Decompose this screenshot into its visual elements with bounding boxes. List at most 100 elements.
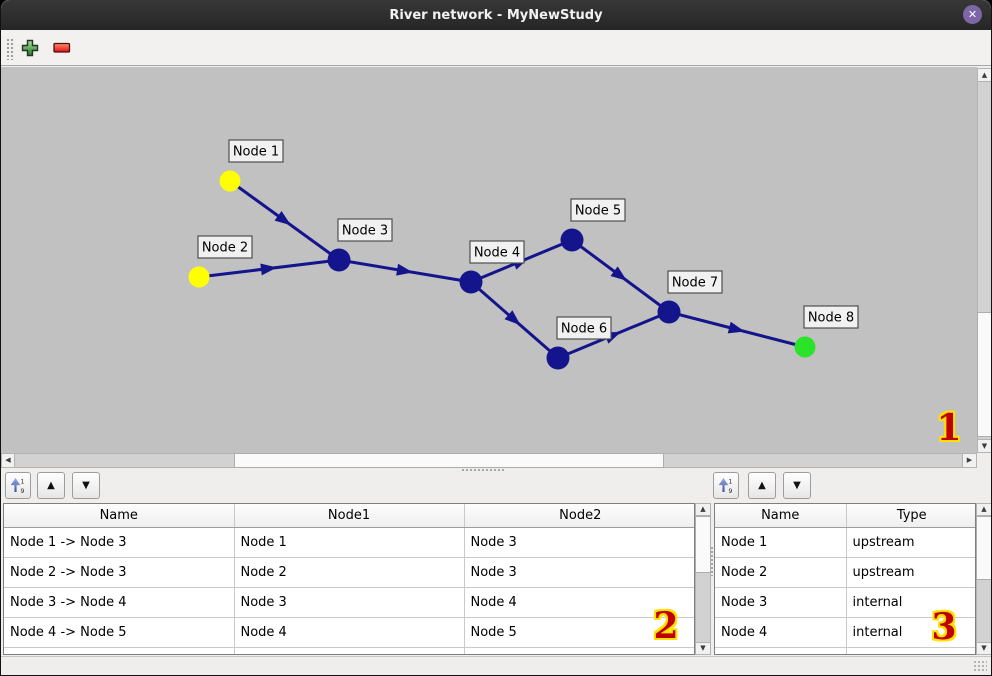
node-circle[interactable] [327, 248, 351, 272]
node-circle[interactable] [188, 266, 210, 288]
node-label[interactable]: Node 3 [337, 218, 393, 242]
nodes-move-up-button[interactable]: ▲ [748, 472, 776, 499]
edge-arrowhead-icon [260, 263, 277, 276]
nodes-sort-button[interactable]: 1 9 [713, 472, 739, 499]
minus-icon [53, 42, 71, 53]
nodes-move-down-button[interactable]: ▼ [783, 472, 811, 499]
svg-text:9: 9 [729, 488, 733, 494]
table-cell: Node 1 -> Node 3 [4, 527, 235, 558]
empty-row [4, 647, 694, 654]
column-header-name[interactable]: Name [4, 504, 235, 528]
scroll-up-icon: ▲ [981, 505, 987, 513]
nodes-scroll-up-button[interactable]: ▲ [976, 503, 991, 516]
title-bar[interactable]: River network - MyNewStudy ✕ [1, 0, 991, 30]
resize-grip[interactable] [973, 660, 987, 673]
edge-arrowhead-icon [610, 266, 627, 281]
add-node-button[interactable] [21, 39, 39, 57]
table-cell: Node 3 [234, 587, 465, 618]
node-label[interactable]: Node 4 [469, 240, 525, 264]
close-icon: ✕ [967, 8, 978, 21]
toolbar-drag-handle-icon[interactable] [6, 38, 14, 60]
column-header-type[interactable]: Type [846, 504, 975, 528]
node-label-text: Node 6 [561, 322, 607, 337]
node-circle[interactable] [794, 336, 816, 358]
node-circle[interactable] [546, 346, 570, 370]
node-label-text: Node 5 [575, 204, 621, 219]
sort-ascending-icon: 1 9 [718, 477, 733, 494]
links-vscrollbar-thumb[interactable] [695, 516, 711, 573]
network-canvas[interactable]: Node 1 Node 2 Node 3 Node 4 Node 5 Node 6 Node… [1, 67, 977, 453]
column-header-name[interactable]: Name [715, 504, 847, 528]
vertical-splitter-handle[interactable] [710, 546, 714, 576]
nodes-scroll-down-button[interactable]: ▼ [976, 642, 991, 655]
canvas-hscrollbar-thumb[interactable] [234, 453, 664, 468]
status-bar [1, 656, 991, 675]
table-cell: Node 3 [715, 587, 847, 618]
node-label-box [337, 218, 393, 242]
canvas-vscrollbar-thumb[interactable] [977, 312, 991, 437]
plus-icon [21, 39, 39, 57]
horizontal-splitter-handle[interactable] [461, 468, 505, 472]
node-label-text: Node 8 [808, 311, 854, 326]
canvas-scroll-down-button[interactable]: ▼ [977, 439, 991, 453]
remove-node-button[interactable] [53, 39, 71, 57]
scroll-up-icon: ▲ [981, 70, 988, 79]
table-cell: Node 1 [234, 527, 465, 558]
links-sort-button[interactable]: 1 9 [5, 472, 31, 499]
node-label[interactable]: Node 7 [667, 270, 723, 294]
table-cell: Node 4 [234, 617, 465, 648]
node-label[interactable]: Node 8 [803, 305, 859, 329]
node-label[interactable]: Node 6 [556, 316, 612, 340]
links-move-up-button[interactable]: ▲ [37, 472, 65, 499]
links-move-down-button[interactable]: ▼ [72, 472, 100, 499]
scroll-left-icon: ◀ [5, 456, 11, 464]
node-circle[interactable] [560, 228, 584, 252]
column-header-node1[interactable]: Node1 [234, 504, 465, 528]
svg-text:1: 1 [729, 478, 733, 485]
node-label-text: Node 7 [672, 276, 718, 291]
node-circle[interactable] [219, 170, 241, 192]
triangle-down-icon: ▼ [82, 480, 90, 491]
node-label[interactable]: Node 1 [228, 139, 284, 163]
node-circle[interactable] [459, 270, 483, 294]
table-cell: Node 4 [715, 617, 847, 648]
column-header-node2[interactable]: Node2 [464, 504, 694, 528]
edge-arrowhead-icon [274, 210, 291, 226]
node-label[interactable]: Node 2 [197, 235, 253, 259]
close-button[interactable]: ✕ [963, 5, 982, 24]
scroll-down-icon: ▼ [700, 644, 706, 652]
table-cell: internal [846, 587, 975, 618]
sort-ascending-icon: 1 9 [10, 477, 25, 494]
table-cell: Node 2 [234, 557, 465, 588]
links-scroll-up-button[interactable]: ▲ [695, 503, 711, 516]
canvas-scroll-up-button[interactable]: ▲ [977, 68, 991, 82]
node-label-box [570, 198, 626, 222]
canvas-scroll-left-button[interactable]: ◀ [1, 453, 15, 468]
nodes-vscrollbar-thumb[interactable] [976, 516, 991, 580]
scroll-down-icon: ▼ [981, 644, 987, 652]
scroll-down-icon: ▼ [981, 441, 988, 450]
canvas-scroll-right-button[interactable]: ▶ [962, 453, 977, 468]
links-scroll-down-button[interactable]: ▼ [695, 642, 711, 655]
table-cell: Node 5 [464, 617, 694, 648]
node-label-box [469, 240, 525, 264]
table-cell: Node 3 [464, 557, 694, 588]
node-circle[interactable] [657, 300, 681, 324]
scroll-right-icon: ▶ [966, 456, 973, 464]
triangle-up-icon: ▲ [47, 480, 55, 491]
node-label[interactable]: Node 5 [570, 198, 626, 222]
